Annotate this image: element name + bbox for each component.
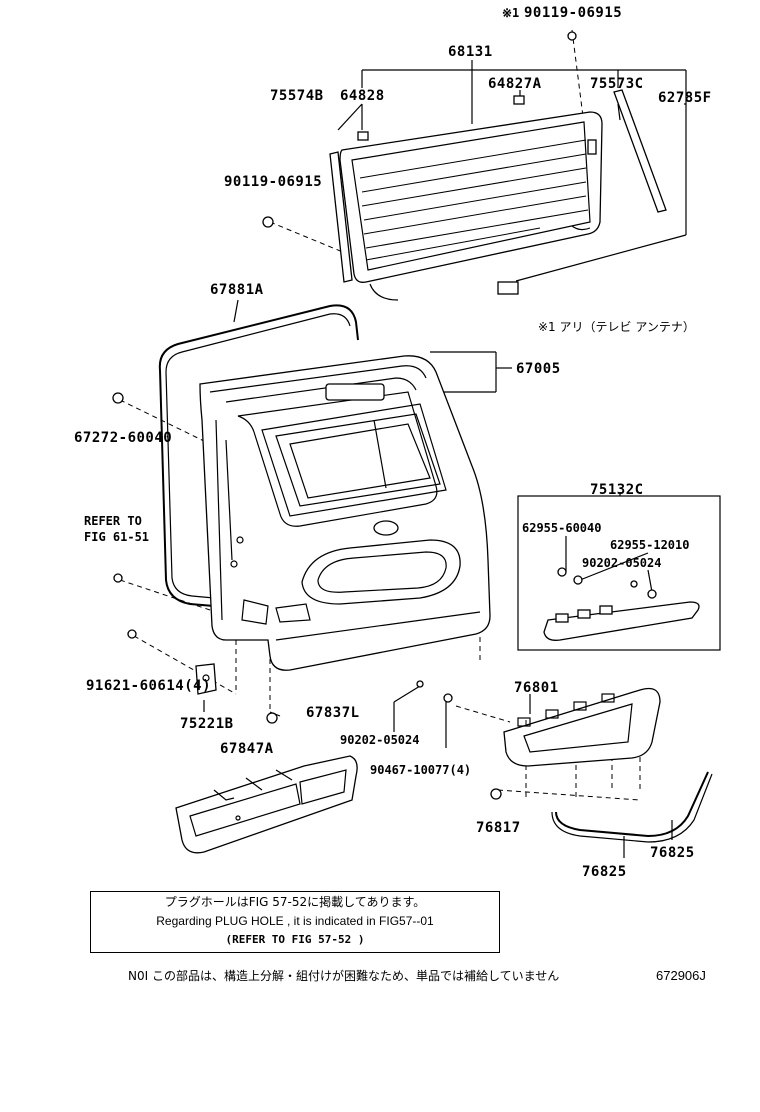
garnish-75132C	[543, 601, 700, 641]
note-ref: (REFER TO FIG 57-52 )	[225, 933, 365, 946]
refer-to-line1: REFER TO	[84, 514, 142, 528]
label-75574B: 75574B	[270, 88, 324, 104]
label-90467-10077: 90467-10077(4)	[370, 763, 472, 777]
label-67847A: 67847A	[220, 741, 274, 757]
label-76801: 76801	[514, 680, 559, 696]
weatherstrip-67881A	[158, 304, 359, 607]
pad-67847A	[175, 755, 358, 854]
label-76817: 76817	[476, 820, 521, 836]
label-76825-right: 76825	[650, 845, 695, 861]
supply-note: N0I この部品は、構造上分解・組付けが困難なため、単品では補給していません	[128, 969, 560, 983]
note-marker-1: ※1	[502, 6, 520, 20]
note-jp: プラグホールはFIG 57-52に掲載してあります。	[164, 895, 426, 909]
label-67881A: 67881A	[210, 282, 264, 298]
figure-code: 672906J	[656, 968, 706, 983]
moulding-76825	[551, 771, 713, 843]
refer-to-line2: FIG 61-51	[84, 530, 150, 544]
note-en: Regarding PLUG HOLE , it is indicated in…	[156, 914, 434, 928]
label-62955-60040: 62955-60040	[522, 521, 602, 535]
label-75221B: 75221B	[180, 716, 234, 732]
label-67272-60040: 67272-60040	[74, 430, 173, 446]
label-75573C: 75573C	[590, 76, 644, 92]
label-67837L: 67837L	[306, 705, 360, 721]
label-62785F: 62785F	[658, 90, 712, 106]
plug-hole-note-box: プラグホールはFIG 57-52に掲載してあります。 Regarding PLU…	[90, 891, 500, 953]
label-76825-bottom: 76825	[582, 864, 627, 880]
moulding-75574B	[329, 151, 353, 283]
back-glass-68131	[339, 111, 603, 301]
label-67005: 67005	[516, 361, 561, 377]
label-90119-06915: 90119-06915	[224, 174, 323, 190]
fasteners	[112, 31, 657, 800]
label-68131: 68131	[448, 44, 493, 60]
label-64828: 64828	[340, 88, 385, 104]
label-90202-05024: 90202-05024	[340, 733, 420, 747]
label-91621-60614: 91621-60614(4)	[86, 678, 212, 694]
garnish-76801	[503, 687, 661, 767]
label-64827A: 64827A	[488, 76, 542, 92]
back-door-67005	[199, 355, 491, 671]
callout-lines	[203, 60, 721, 858]
label-75132C: 75132C	[590, 482, 644, 498]
label-90202-05024-right: 90202-05024	[582, 556, 662, 570]
label-62955-12010: 62955-12010	[610, 538, 690, 552]
antenna-note: ※1 アリ（テレビ アンテナ）	[538, 320, 695, 334]
moulding-75573C	[613, 89, 667, 213]
label-90119-06915-top: 90119-06915	[524, 5, 623, 21]
bracket-75221B	[195, 663, 217, 695]
